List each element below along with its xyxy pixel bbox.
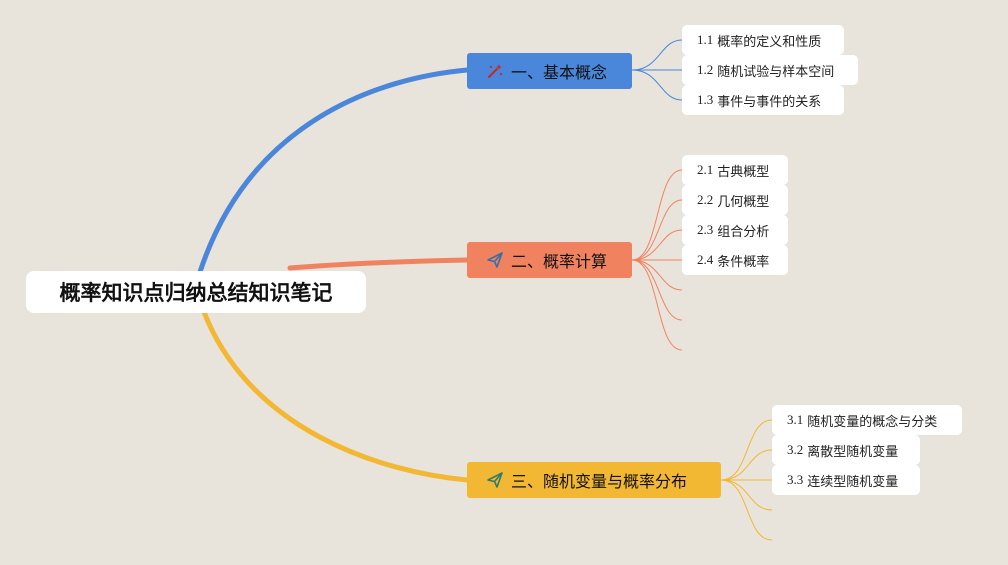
leaf-number: 1.3 bbox=[697, 92, 714, 107]
connector-branch-2 bbox=[287, 257, 470, 271]
leaf-2-2[interactable]: 2.2 几何概型 bbox=[682, 185, 788, 215]
paper-plane-icon bbox=[485, 470, 505, 490]
leaf-number: 3.2 bbox=[787, 442, 804, 457]
leaf-text: 离散型随机变量 bbox=[807, 444, 899, 460]
leaf-number: 1.1 bbox=[697, 32, 714, 47]
branch-basic-concepts[interactable]: 一、基本概念 bbox=[467, 53, 632, 89]
leaf-number: 2.4 bbox=[697, 252, 714, 267]
leaf-1-1[interactable]: 1.1 概率的定义和性质 bbox=[682, 25, 844, 55]
paper-plane-icon bbox=[485, 250, 505, 270]
root-title: 概率知识点归纳总结知识笔记 bbox=[59, 281, 333, 305]
twigs-branch-2 bbox=[631, 169, 683, 351]
magic-wand-icon bbox=[485, 61, 505, 81]
leaf-2-4[interactable]: 2.4 条件概率 bbox=[682, 245, 788, 275]
branch-label: 一、基本概念 bbox=[511, 63, 608, 82]
leaf-text: 随机变量的概念与分类 bbox=[807, 414, 938, 430]
branch-label: 三、随机变量与概率分布 bbox=[511, 472, 688, 491]
leaf-number: 2.1 bbox=[697, 162, 714, 177]
leaf-1-2[interactable]: 1.2 随机试验与样本空间 bbox=[682, 55, 858, 85]
root-topic[interactable]: 概率知识点归纳总结知识笔记 bbox=[26, 271, 366, 313]
leaf-text: 几何概型 bbox=[717, 194, 770, 210]
leaf-3-1[interactable]: 3.1 随机变量的概念与分类 bbox=[772, 405, 962, 435]
leaf-2-1[interactable]: 2.1 古典概型 bbox=[682, 155, 788, 185]
leaf-3-3[interactable]: 3.3 连续型随机变量 bbox=[772, 465, 920, 495]
leaf-text: 古典概型 bbox=[717, 164, 770, 180]
leaf-number: 2.3 bbox=[697, 222, 714, 237]
leaf-1-3[interactable]: 1.3 事件与事件的关系 bbox=[682, 85, 844, 115]
branch-label: 二、概率计算 bbox=[511, 252, 608, 271]
connector-branch-1 bbox=[197, 67, 470, 275]
leaf-number: 2.2 bbox=[697, 192, 714, 207]
leaf-text: 组合分析 bbox=[717, 224, 770, 240]
leaf-number: 3.3 bbox=[787, 472, 804, 487]
branch-probability-calculation[interactable]: 二、概率计算 bbox=[467, 242, 632, 278]
leaf-3-2[interactable]: 3.2 离散型随机变量 bbox=[772, 435, 920, 465]
leaf-text: 条件概率 bbox=[717, 254, 770, 270]
leaf-text: 随机试验与样本空间 bbox=[717, 64, 835, 80]
leaf-number: 1.2 bbox=[697, 62, 714, 77]
leaf-number: 3.1 bbox=[787, 412, 804, 427]
connector-branch-3 bbox=[201, 309, 470, 483]
twigs-branch-1 bbox=[631, 39, 683, 101]
leaf-text: 事件与事件的关系 bbox=[717, 94, 822, 110]
twigs-branch-3 bbox=[720, 419, 773, 541]
leaf-2-3[interactable]: 2.3 组合分析 bbox=[682, 215, 788, 245]
branch-random-variables[interactable]: 三、随机变量与概率分布 bbox=[467, 462, 721, 498]
leaf-text: 概率的定义和性质 bbox=[717, 34, 822, 50]
leaf-text: 连续型随机变量 bbox=[807, 474, 899, 490]
